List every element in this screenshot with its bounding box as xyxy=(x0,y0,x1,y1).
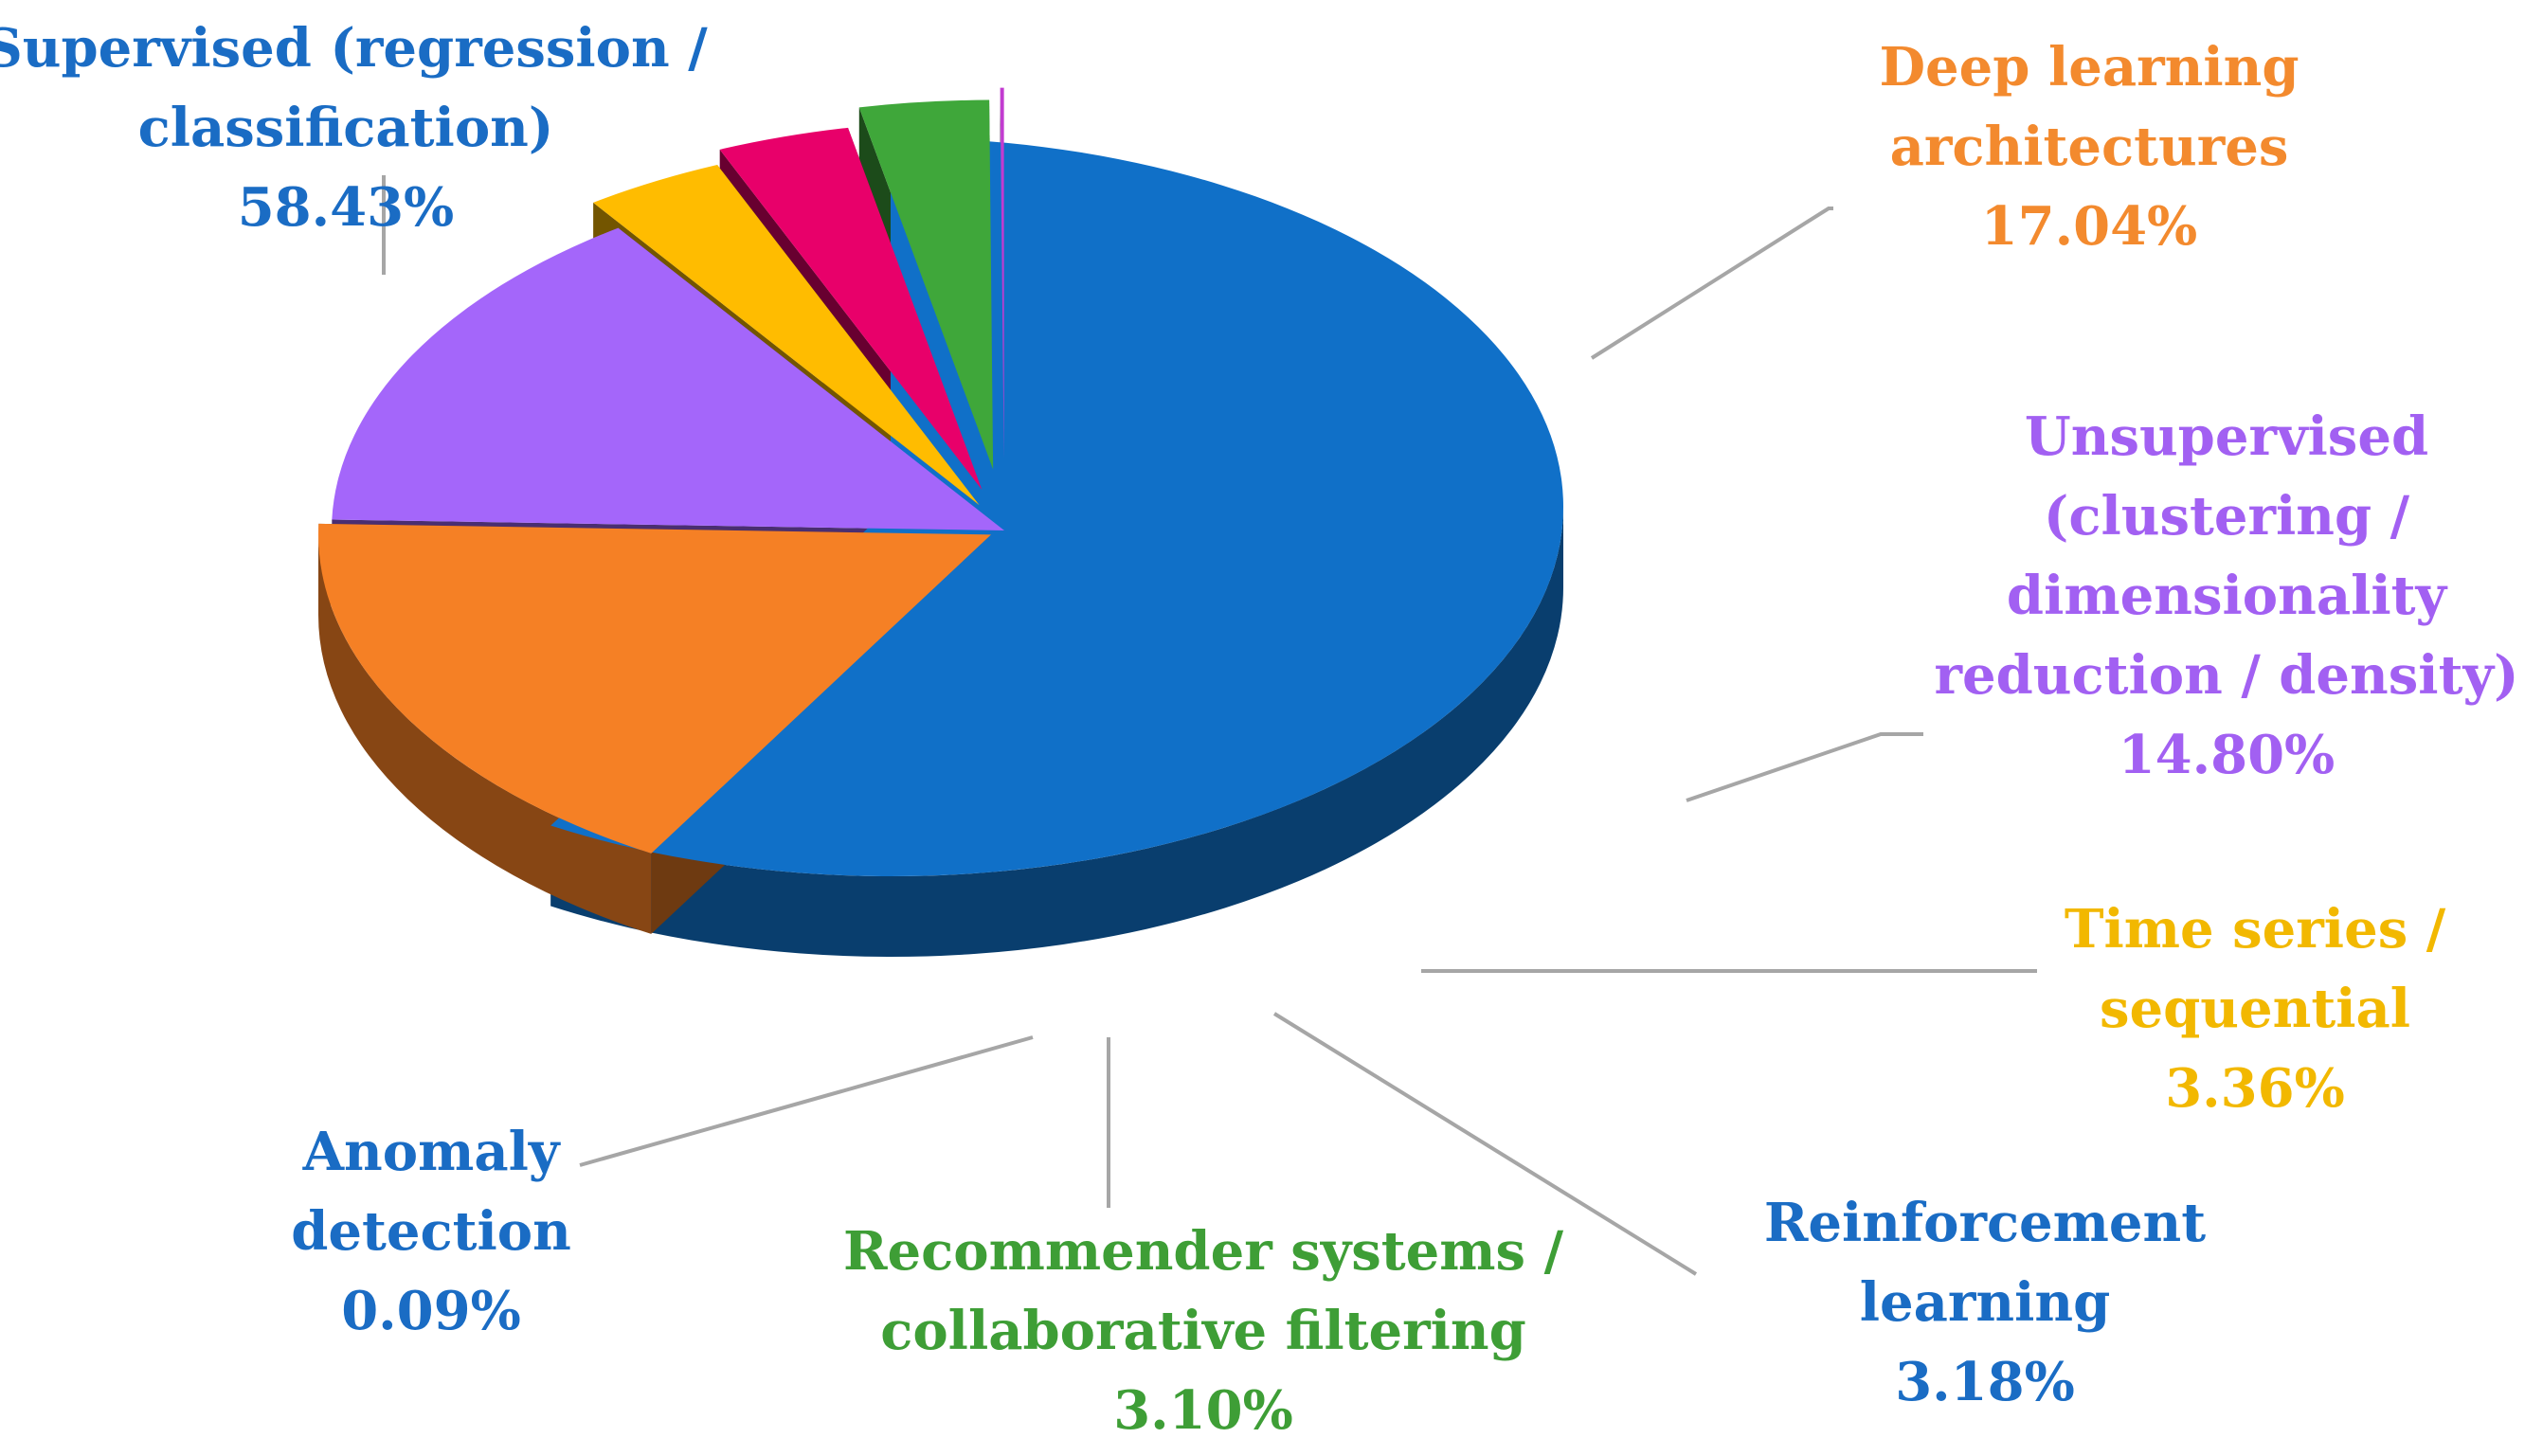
slice-value-label-2: 14.80% xyxy=(2119,724,2336,786)
slice-value-label-5: 3.10% xyxy=(1113,1379,1293,1442)
slice-value-label-6: 0.09% xyxy=(341,1280,521,1342)
slice-name-label-5: collaborative filtering xyxy=(880,1300,1526,1362)
slice-labels: Supervised (regression / classification) 5… xyxy=(0,17,2518,1442)
slice-name-label-1: Deep learning xyxy=(1879,36,2299,99)
slice-1 xyxy=(318,523,992,854)
slice-name-label-0: Supervised (regression / xyxy=(0,17,708,80)
slice-name-label-3: Time series / xyxy=(2065,898,2446,961)
leader-line-1 xyxy=(1590,207,1833,360)
slice-4 xyxy=(719,127,983,491)
slice-6 xyxy=(1000,87,1004,458)
leader-line-6 xyxy=(579,1035,1034,1167)
slice-value-label-4: 3.18% xyxy=(1895,1351,2075,1413)
slice-name-label-6: Anomaly xyxy=(302,1121,561,1183)
slice-2 xyxy=(332,227,1004,530)
slice-name-label-2: Unsupervised xyxy=(2025,405,2428,468)
leader-line-2 xyxy=(1686,732,1923,802)
slice-name-label-6: detection xyxy=(291,1200,571,1263)
slice-side-0-0 xyxy=(550,507,1563,957)
slice-name-label-3: sequential xyxy=(2100,978,2410,1040)
slice-name-label-4: Reinforcement xyxy=(1764,1192,2206,1254)
slice-name-label-0: classification) xyxy=(138,97,554,159)
slice-name-label-2: reduction / density) xyxy=(1935,644,2519,707)
slice-3 xyxy=(593,165,980,506)
leader-line-4 xyxy=(1272,1012,1698,1276)
leader-lines xyxy=(382,175,2037,1276)
slice-value-label-3: 3.36% xyxy=(2165,1057,2345,1120)
slice-name-label-5: Recommender systems / xyxy=(843,1220,1564,1283)
slice-name-label-1: architectures xyxy=(1890,116,2289,178)
slice-side-1-0 xyxy=(318,534,652,934)
pie-tops xyxy=(318,87,1563,877)
slice-5 xyxy=(858,99,994,470)
slice-value-label-0: 58.43% xyxy=(238,176,455,239)
slice-value-label-1: 17.04% xyxy=(1981,195,2198,258)
slice-name-label-4: learning xyxy=(1860,1271,2111,1334)
slice-name-label-2: dimensionality xyxy=(2007,565,2448,627)
slice-name-label-2: (clustering / xyxy=(2044,485,2410,548)
